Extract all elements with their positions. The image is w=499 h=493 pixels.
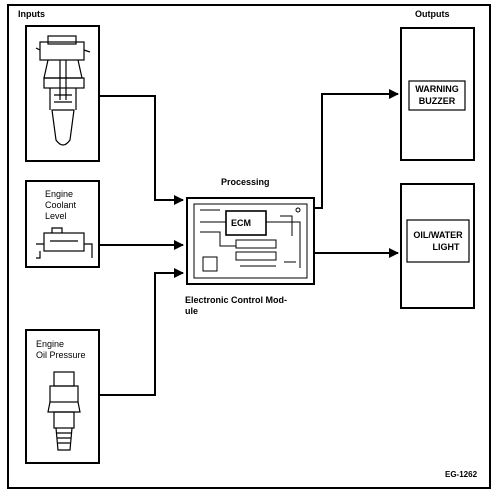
input-connectors	[99, 95, 184, 396]
input-sensor-switch-box	[25, 25, 100, 162]
coolant-label-line3: Level	[45, 211, 67, 221]
input-oil-pressure-box: Engine Oil Pressure	[25, 329, 100, 464]
outputs-heading: Outputs	[415, 9, 450, 19]
oil-pressure-sensor-icon	[47, 371, 81, 451]
input-coolant-level-box: Engine Coolant Level	[25, 180, 100, 268]
inputs-heading: Inputs	[18, 9, 45, 19]
ecm-caption-line1: Electronic Control Mod-	[185, 295, 287, 305]
figure-code: EG-1262	[445, 470, 478, 479]
output-warning-buzzer-box: WARNING BUZZER	[400, 27, 475, 161]
coolant-level-sensor-icon	[36, 227, 93, 259]
oil-label-line2: Oil Pressure	[36, 350, 86, 360]
connector-switch-to-ecm	[99, 95, 184, 205]
ecm-label: ECM	[231, 218, 251, 228]
connector-ecm-to-buzzer	[314, 89, 399, 209]
output-connectors	[314, 89, 399, 258]
oil-label-line1: Engine	[36, 339, 64, 349]
coolant-label-line2: Coolant	[45, 200, 77, 210]
connector-oil-to-ecm	[99, 268, 184, 396]
light-label-line2: LIGHT	[433, 242, 460, 252]
circuit-board-icon	[193, 203, 308, 279]
switch-sensor-icon	[35, 35, 91, 146]
processing-heading: Processing	[221, 177, 270, 187]
ecm-module-box: ECM Electronic Control Mod- ule	[185, 197, 315, 316]
ecm-caption-line2: ule	[185, 306, 198, 316]
buzzer-label-line1: WARNING	[415, 84, 459, 94]
figure-frame	[7, 4, 491, 489]
coolant-label-line1: Engine	[45, 189, 73, 199]
output-oil-water-light-box: OIL/WATER LIGHT	[400, 183, 475, 309]
buzzer-label-line2: BUZZER	[419, 96, 456, 106]
light-label-line1: OIL/WATER	[413, 230, 463, 240]
